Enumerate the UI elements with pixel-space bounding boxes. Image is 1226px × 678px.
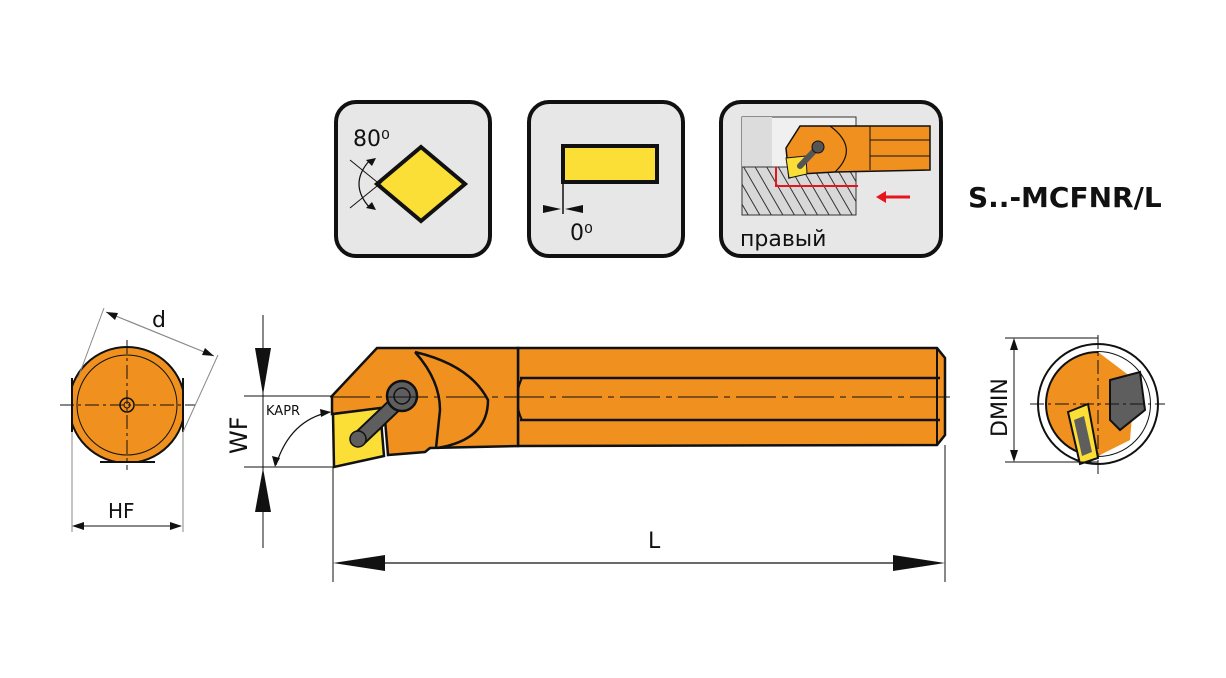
clearance-angle-icon-box: 0⁰ bbox=[527, 100, 685, 258]
front-view-bore bbox=[1005, 335, 1165, 475]
dim-wf-label: WF bbox=[225, 416, 253, 454]
product-title: S..-MCFNR/L bbox=[968, 181, 1162, 214]
internal-boring-right-hand-icon bbox=[741, 116, 931, 216]
clearance-angle-label: 0⁰ bbox=[570, 221, 593, 246]
hand-icon-box: правый bbox=[719, 100, 943, 258]
dimension-lines bbox=[244, 315, 946, 582]
dim-dmin-label: DMIN bbox=[988, 378, 1013, 437]
insert-shape-icon-box: 80⁰ bbox=[334, 100, 492, 258]
clearance-angle-icon bbox=[561, 144, 659, 184]
dim-l-label: L bbox=[648, 529, 661, 554]
insert-angle-label: 80⁰ bbox=[353, 127, 390, 152]
clamp bbox=[349, 379, 419, 448]
hand-label: правый bbox=[740, 227, 826, 252]
tool-holder-body bbox=[330, 346, 950, 469]
rhombic-insert-icon bbox=[373, 144, 469, 224]
dim-hf-label: HF bbox=[108, 499, 135, 523]
end-view-shank bbox=[60, 307, 219, 532]
dim-d-label: d bbox=[152, 308, 166, 333]
dim-kapr-label: KAPR bbox=[266, 404, 300, 419]
